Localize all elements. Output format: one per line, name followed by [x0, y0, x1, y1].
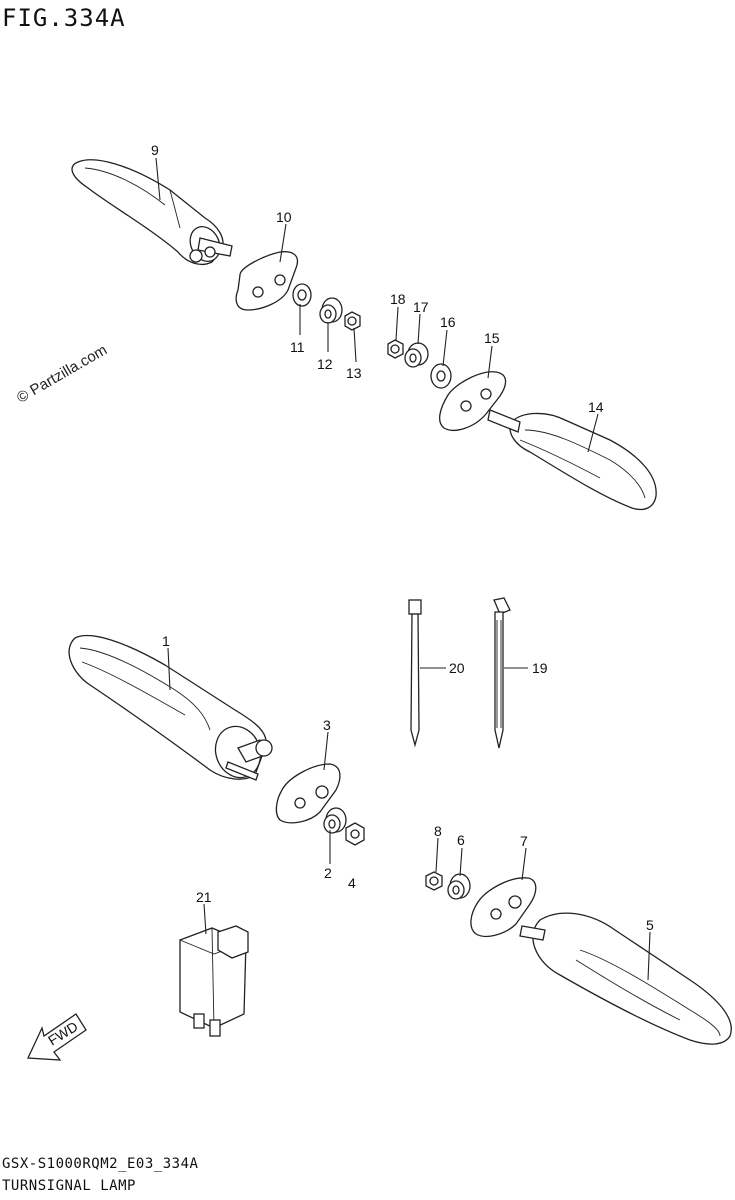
part-5-rear-right-lamp	[519, 912, 732, 1045]
part-16-washer	[430, 363, 452, 389]
callout-14: 14	[588, 399, 604, 415]
part-8-nut	[425, 871, 443, 891]
part-10-plate	[235, 251, 299, 311]
part-3-plate	[275, 763, 341, 824]
part-9-front-left-lamp	[71, 159, 233, 266]
part-1-rear-left-lamp	[68, 634, 273, 781]
diagram-name: TURNSIGNAL LAMP	[2, 1178, 136, 1194]
part-18-nut	[387, 339, 404, 359]
callout-8: 8	[434, 823, 442, 839]
part-11-washer	[292, 283, 312, 307]
callout-21: 21	[196, 889, 212, 905]
callout-20: 20	[449, 660, 465, 676]
part-21-relay	[179, 925, 249, 1037]
callout-13: 13	[346, 365, 362, 381]
callout-10: 10	[276, 209, 292, 225]
part-6-collar	[447, 873, 471, 900]
part-19-cable-tie	[493, 597, 511, 749]
part-15-plate	[438, 371, 507, 431]
callout-4: 4	[348, 875, 356, 891]
callout-3: 3	[323, 717, 331, 733]
part-4-nut	[345, 822, 365, 846]
part-20-cable-tie	[408, 599, 422, 748]
callout-1: 1	[162, 633, 170, 649]
diagram-code: GSX-S1000RQM2_E03_334A	[2, 1156, 199, 1172]
figure-title: FIG.334A	[2, 4, 126, 32]
fwd-direction-arrow: FWD	[27, 1013, 87, 1061]
callout-12: 12	[317, 356, 333, 372]
callout-11: 11	[290, 339, 305, 355]
part-14-front-right-lamp	[487, 409, 657, 511]
callout-5: 5	[646, 917, 654, 933]
callout-labels: 9 10 11 12 13 18 17 16 15 14 1 3 2 4 8 6…	[151, 142, 654, 933]
part-17-collar	[404, 342, 429, 368]
callout-7: 7	[520, 833, 528, 849]
part-7-plate	[470, 877, 537, 938]
callout-17: 17	[413, 299, 429, 315]
leader-lines	[155, 157, 651, 981]
callout-9: 9	[151, 142, 159, 158]
callout-19: 19	[532, 660, 548, 676]
part-2-collar	[323, 807, 347, 834]
callout-18: 18	[390, 291, 406, 307]
callout-16: 16	[440, 314, 456, 330]
callout-15: 15	[484, 330, 500, 346]
callout-2: 2	[324, 865, 332, 881]
callout-6: 6	[457, 832, 465, 848]
part-12-collar	[319, 297, 343, 324]
part-13-nut	[344, 311, 361, 331]
